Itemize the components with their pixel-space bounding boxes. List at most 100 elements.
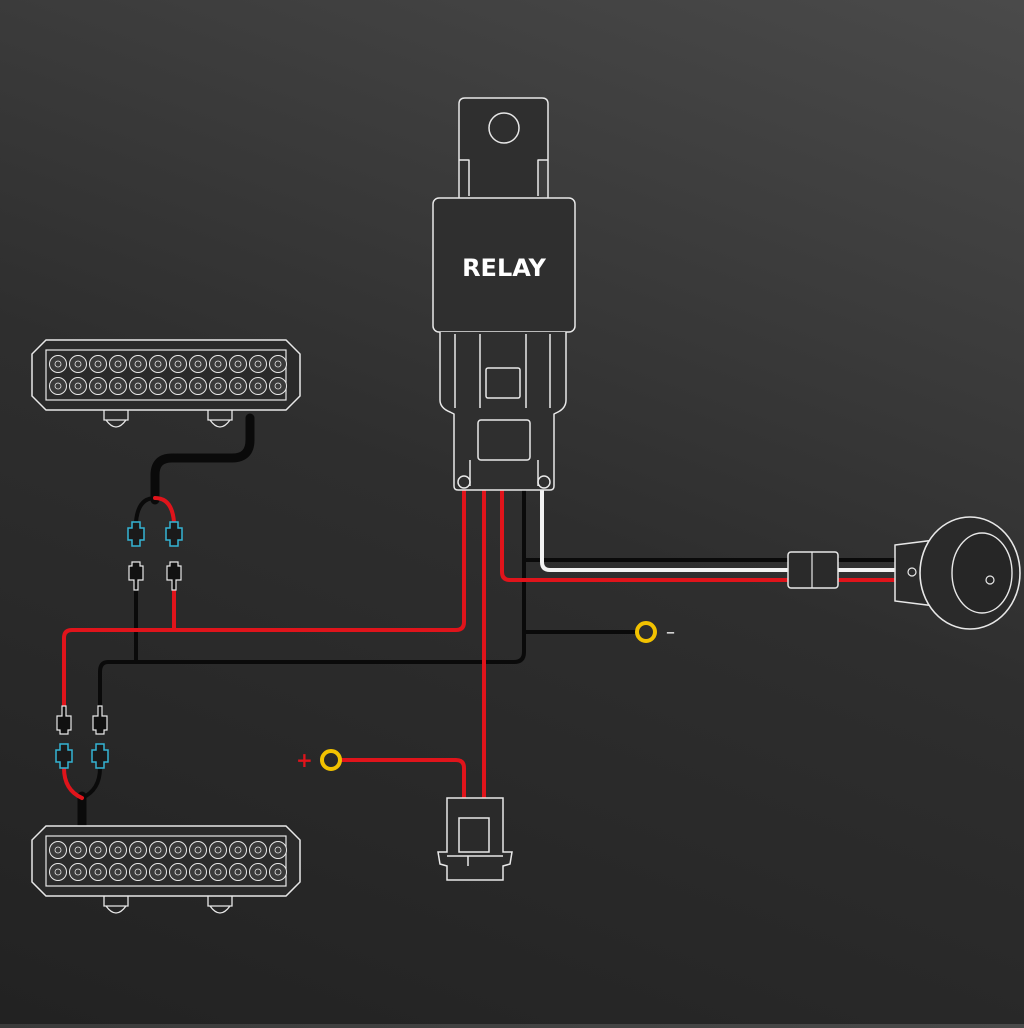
led-emitter	[254, 382, 262, 390]
led-reflector	[249, 863, 267, 881]
led-reflector	[229, 841, 247, 859]
led-reflector	[249, 355, 267, 373]
top-light-split-black	[134, 496, 157, 524]
led-emitter	[174, 382, 182, 390]
positive-terminal-ring	[320, 749, 342, 771]
led-emitter	[254, 846, 262, 854]
led-reflector	[89, 355, 107, 373]
led-emitter	[274, 360, 282, 368]
fuse-holder-window	[458, 817, 490, 853]
led-reflector	[129, 863, 147, 881]
signal-wire-switch	[540, 488, 902, 572]
connector-bottom-black-male	[92, 705, 108, 735]
led-emitter	[274, 868, 282, 876]
positive-terminal-label: +	[296, 748, 313, 772]
led-emitter	[54, 360, 62, 368]
led-emitter	[154, 360, 162, 368]
led-reflector	[69, 355, 87, 373]
led-reflector	[189, 377, 207, 395]
relay-pin-86	[537, 475, 551, 489]
led-reflector	[49, 355, 67, 373]
wires	[62, 413, 902, 831]
connectors-top-light	[127, 521, 183, 591]
led-reflector	[269, 377, 287, 395]
led-emitter	[74, 846, 82, 854]
led-reflector	[189, 355, 207, 373]
connectors-bottom-light	[55, 705, 109, 769]
led-reflector	[229, 377, 247, 395]
led-reflector	[169, 863, 187, 881]
rocker-switch[interactable]	[894, 516, 1021, 630]
light-bar-bottom	[31, 825, 301, 914]
led-emitter	[114, 846, 122, 854]
led-reflector	[209, 355, 227, 373]
rocker-switch-rocker	[951, 532, 1013, 614]
relay-socket-ribs	[454, 334, 551, 408]
connector-bottom-red-female	[55, 743, 73, 769]
led-reflector	[189, 863, 207, 881]
led-emitter	[54, 868, 62, 876]
negative-terminal-label: –	[666, 622, 675, 643]
led-emitter	[74, 868, 82, 876]
led-emitter	[254, 868, 262, 876]
led-reflector	[129, 355, 147, 373]
relay-label: RELAY	[462, 254, 546, 282]
led-reflector	[269, 863, 287, 881]
led-reflector	[209, 863, 227, 881]
led-emitter	[194, 382, 202, 390]
light-bar-bottom-brackets	[103, 896, 233, 914]
led-emitter	[274, 382, 282, 390]
led-emitter	[174, 868, 182, 876]
led-emitter	[134, 846, 142, 854]
led-reflector	[269, 355, 287, 373]
power-wire-switch	[500, 488, 902, 582]
light-bar-bottom-lens	[45, 835, 287, 887]
led-reflector	[249, 377, 267, 395]
led-emitter	[74, 382, 82, 390]
relay-latch	[485, 367, 521, 399]
led-reflector	[269, 841, 287, 859]
led-reflector	[229, 863, 247, 881]
fuse-holder	[437, 797, 513, 881]
connector-top-black-male	[128, 561, 144, 591]
led-reflector	[109, 355, 127, 373]
fuse-holder-seam	[447, 855, 503, 866]
rocker-switch-indicator	[985, 575, 995, 585]
relay-socket	[439, 332, 567, 491]
light-bar-top-brackets	[103, 410, 233, 428]
relay-mounting-tab	[458, 97, 549, 198]
led-reflector	[129, 841, 147, 859]
led-emitter	[214, 868, 222, 876]
led-emitter	[134, 868, 142, 876]
light-bar-top-lens	[45, 349, 287, 401]
connector-top-black-female	[127, 521, 145, 547]
led-emitter	[54, 382, 62, 390]
led-emitter	[214, 846, 222, 854]
led-emitter	[234, 382, 242, 390]
led-reflector	[149, 377, 167, 395]
positive-terminal: +	[296, 748, 342, 772]
led-reflector	[149, 863, 167, 881]
power-wire-positive-terminal	[338, 758, 466, 800]
led-reflector	[89, 841, 107, 859]
led-emitter	[214, 382, 222, 390]
relay-mounting-hole	[488, 112, 520, 144]
led-emitter	[114, 382, 122, 390]
led-emitter	[234, 868, 242, 876]
led-emitter	[54, 846, 62, 854]
led-reflector	[249, 841, 267, 859]
led-emitter	[114, 868, 122, 876]
negative-terminal: –	[635, 621, 675, 643]
led-reflector	[109, 377, 127, 395]
led-reflector	[89, 863, 107, 881]
led-emitter	[174, 846, 182, 854]
led-reflector	[69, 377, 87, 395]
switch-connector	[787, 551, 839, 589]
led-reflector	[109, 841, 127, 859]
led-emitter	[214, 360, 222, 368]
led-emitter	[154, 868, 162, 876]
led-emitter	[94, 868, 102, 876]
connector-bottom-black-female	[91, 743, 109, 769]
